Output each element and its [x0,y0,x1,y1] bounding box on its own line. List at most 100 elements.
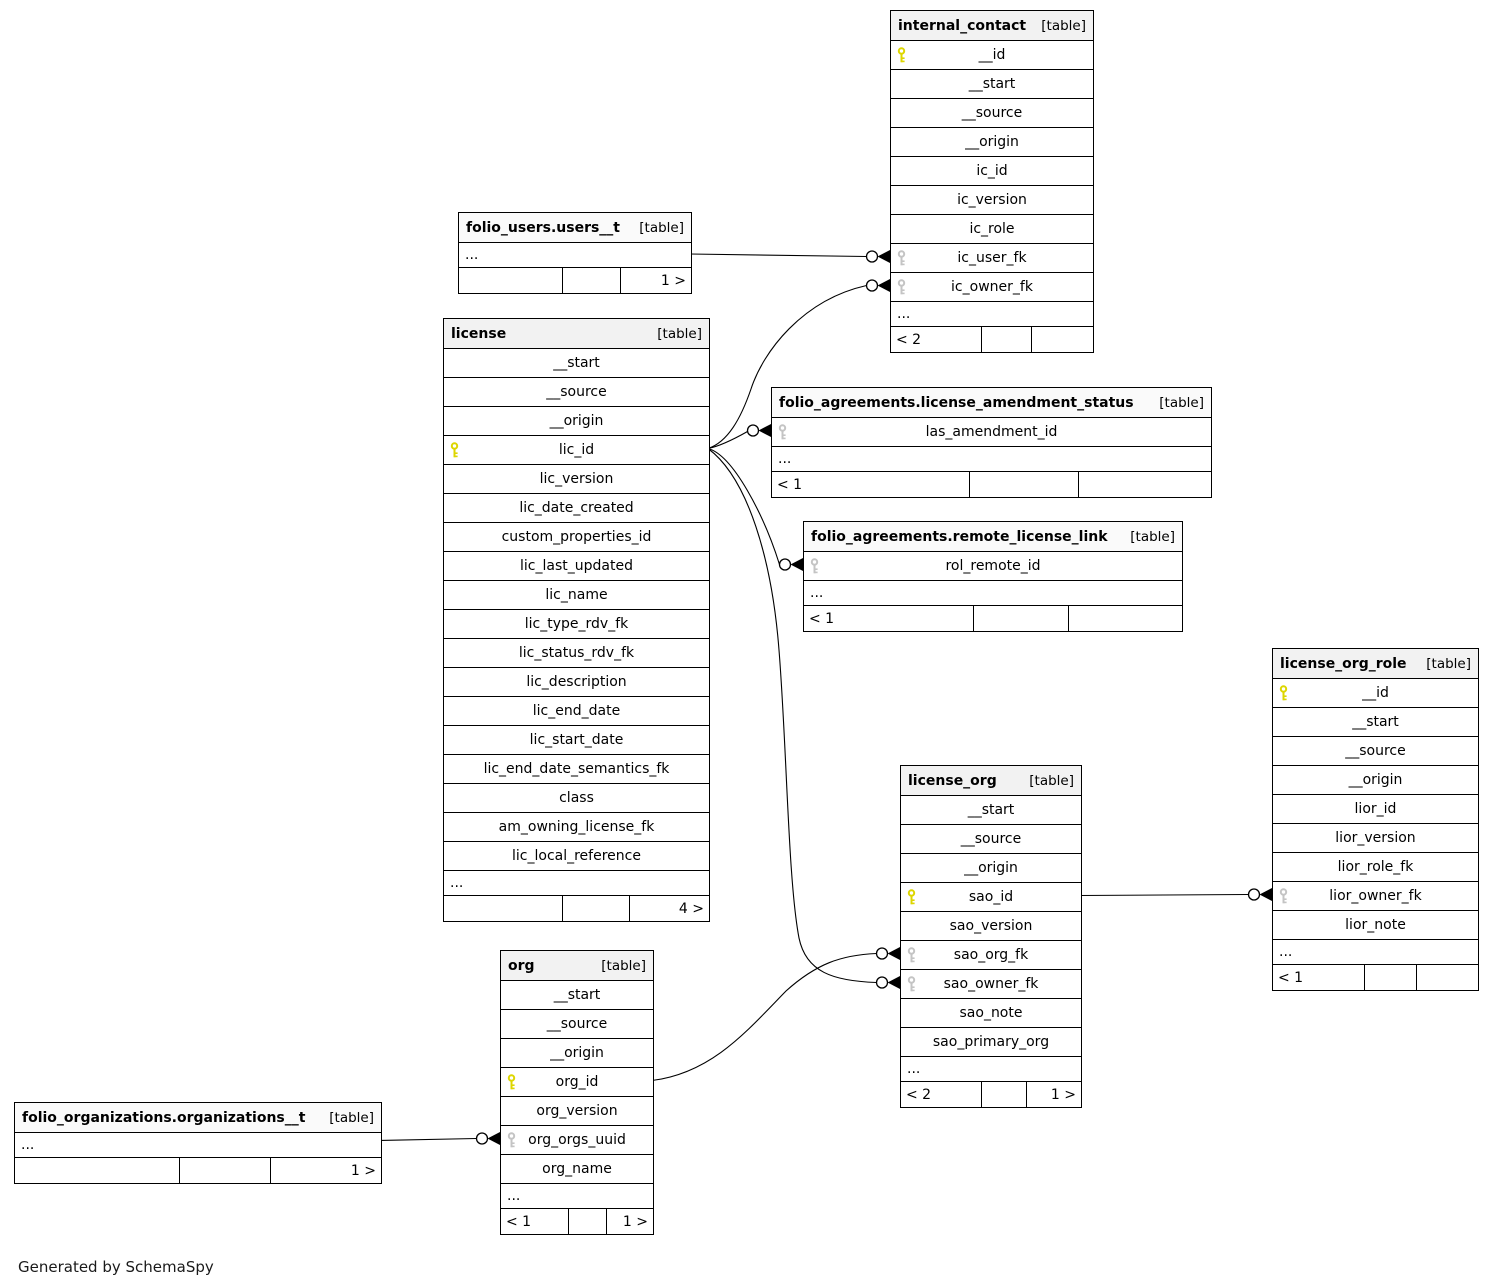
column-row-__source: __source [1273,736,1478,765]
table-type-tag: [table] [639,219,684,236]
foreign-key-icon [897,279,906,295]
children-count: 1 > [622,1213,648,1230]
crowfoot-arrow-icon [887,947,900,960]
column-row-__start: __start [891,69,1093,98]
column-row-__start: __start [444,348,709,377]
column-name: lic_local_reference [512,848,641,864]
zero-many-circle-icon [865,279,879,292]
footer-spacer-cell [563,896,630,921]
column-row-lic_end_date: lic_end_date [444,696,709,725]
column-row-lic_type_rdv_fk: lic_type_rdv_fk [444,609,709,638]
column-name: lic_name [545,587,608,603]
table-node-folio_agreements-remote_license_link[interactable]: folio_agreements.remote_license_link[tab… [803,521,1183,632]
primary-key-icon [1279,685,1288,701]
column-name: __origin [964,860,1018,876]
column-name: __source [546,384,607,400]
column-row-sao_primary_org: sao_primary_org [901,1027,1081,1056]
column-name: lior_version [1335,830,1416,846]
column-row-__start: __start [901,795,1081,824]
column-name: lic_date_created [519,500,634,516]
ellipsis-row: ... [444,870,709,895]
zero-many-circle-icon [475,1132,489,1145]
parents-count [459,268,564,293]
column-row-class: class [444,783,709,812]
primary-key-icon [907,889,916,905]
table-header[interactable]: folio_organizations.organizations__t[tab… [15,1103,381,1132]
table-name: folio_users.users__t [466,219,620,236]
column-row-lic_end_date_semantics_fk: lic_end_date_semantics_fk [444,754,709,783]
table-node-folio_users-users__t[interactable]: folio_users.users__t [table]... 1 > [458,212,692,294]
column-row-lic_description: lic_description [444,667,709,696]
table-type-tag: [table] [657,325,702,342]
primary-key-icon [507,1074,516,1090]
crowfoot-arrow-icon [1259,888,1272,901]
ellipsis-row: ... [804,580,1182,605]
column-row-org_id: org_id [501,1067,653,1096]
table-node-license_org_role[interactable]: license_org_role[table]__id__start__sour… [1272,648,1479,991]
table-header[interactable]: folio_agreements.license_amendment_statu… [772,388,1211,417]
ellipsis-row: ... [459,242,691,267]
column-name: __start [553,355,600,371]
column-row-ic_version: ic_version [891,185,1093,214]
column-row-__origin: __origin [1273,765,1478,794]
foreign-key-icon [1279,888,1288,904]
ellipsis-row: ... [501,1183,653,1208]
parents-count: < 2 [901,1082,982,1107]
column-name: __origin [1348,772,1403,788]
crowfoot-arrow-icon [790,558,803,571]
parents-count: < 1 [1273,965,1366,990]
column-name: __source [960,831,1022,847]
column-row-lior_owner_fk: lior_owner_fk [1273,881,1478,910]
column-name: sao_version [949,918,1033,934]
column-row-__id: __id [891,40,1093,69]
column-row-lic_id: lic_id [444,435,709,464]
column-name: __source [546,1016,608,1032]
footer-spacer-cell [970,472,1080,497]
relationship-edge [1079,893,1249,897]
column-row-ic_role: ic_role [891,214,1093,243]
table-name: folio_agreements.license_amendment_statu… [779,394,1134,411]
table-header[interactable]: org[table] [501,951,653,980]
table-node-folio_organizations-organizations__t[interactable]: folio_organizations.organizations__t[tab… [14,1102,382,1184]
zero-many-circle-icon [778,558,792,571]
children-count: 1 > [350,1162,376,1179]
relationship-edge [707,284,867,450]
zero-many-circle-icon [746,424,760,437]
table-node-internal_contact[interactable]: internal_contact[table]__id__start__sour… [890,10,1094,353]
column-row-__origin: __origin [891,127,1093,156]
table-header[interactable]: license_org[table] [901,766,1081,795]
column-name: __origin [549,413,604,429]
foreign-key-icon [507,1132,516,1148]
table-footer: < 1 [1273,964,1478,990]
column-row-lic_status_rdv_fk: lic_status_rdv_fk [444,638,709,667]
table-header[interactable]: license_org_role[table] [1273,649,1478,678]
table-node-license_org[interactable]: license_org[table]__start __source __origi… [900,765,1082,1108]
table-node-folio_agreements-license_amendment_status[interactable]: folio_agreements.license_amendment_statu… [771,387,1212,498]
table-header[interactable]: license[table] [444,319,709,348]
column-row-__origin: __origin [901,853,1081,882]
table-header[interactable]: folio_users.users__t [table] [459,213,691,242]
table-footer: < 1 [804,605,1182,631]
column-name: lic_description [526,674,627,690]
table-footer: 1 > [15,1157,381,1183]
column-name: am_owning_license_fk [498,819,655,835]
crowfoot-arrow-icon [487,1132,500,1145]
column-name: ic_user_fk [957,250,1027,266]
table-type-tag: [table] [1159,394,1204,411]
relationship-edge [689,253,867,258]
table-name: org [508,957,535,974]
table-header[interactable]: internal_contact[table] [891,11,1093,40]
column-name: lior_owner_fk [1329,888,1422,904]
children-count: 1 > [660,272,686,289]
column-name: sao_id [968,889,1014,905]
column-name: lior_id [1354,801,1397,817]
table-header[interactable]: folio_agreements.remote_license_link[tab… [804,522,1182,551]
column-row-lic_version: lic_version [444,464,709,493]
column-row-sao_org_fk: sao_org_fk [901,940,1081,969]
column-row-ic_id: ic_id [891,156,1093,185]
ellipsis-row: ... [772,446,1211,471]
table-type-tag: [table] [1029,772,1074,789]
